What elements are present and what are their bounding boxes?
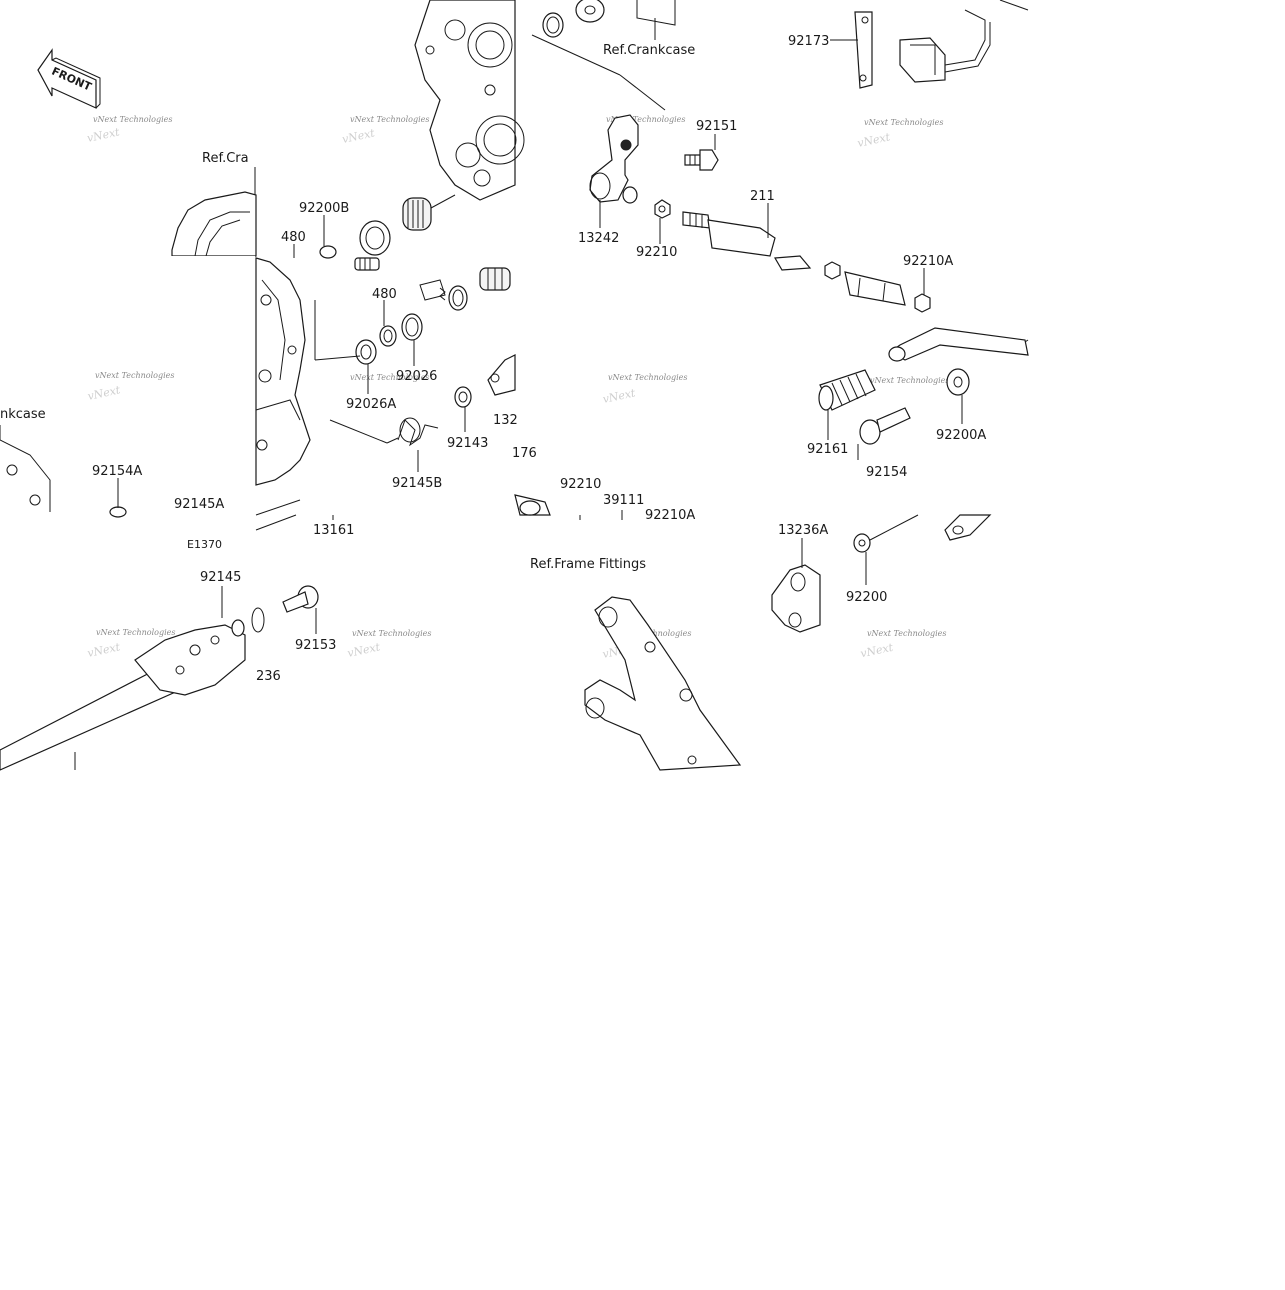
label-92026A: 92026A xyxy=(346,397,396,412)
bolt-92151 xyxy=(684,149,719,171)
svg-text:vNext: vNext xyxy=(859,641,895,661)
oil-seal-92200B xyxy=(319,220,391,259)
spring-92145B xyxy=(397,417,439,447)
rod-176 xyxy=(514,494,551,516)
label-92173: 92173 xyxy=(788,34,829,49)
watermark-12: vNext Technologies xyxy=(867,629,946,638)
label-13242: 13242 xyxy=(578,231,619,246)
bolt-92154A xyxy=(0,439,127,518)
pedal-tip xyxy=(944,514,992,541)
shift-shaft-13161 xyxy=(255,499,301,531)
bolt-92154 xyxy=(859,407,911,445)
label-92153: 92153 xyxy=(295,638,336,653)
label-480-a: 480 xyxy=(281,230,306,245)
label-E1370: E1370 xyxy=(187,538,222,551)
svg-text:vNext: vNext xyxy=(341,126,377,146)
label-92145A: 92145A xyxy=(174,497,224,512)
label-92026: 92026 xyxy=(396,369,437,384)
svg-text:vNext: vNext xyxy=(346,640,382,660)
label-ref-crankcase-left: Ref.Cra xyxy=(202,151,249,166)
washer-92200 xyxy=(853,514,919,553)
svg-text:vNext: vNext xyxy=(86,125,122,145)
bushing-13242 xyxy=(622,186,638,204)
label-92210-top: 92210 xyxy=(636,245,677,260)
label-92161: 92161 xyxy=(807,442,848,457)
gear-sensor-connector xyxy=(899,0,1029,83)
front-arrow-icon: FRONT xyxy=(37,48,101,109)
svg-text:vNext: vNext xyxy=(86,383,122,403)
washer-92026 xyxy=(401,313,423,341)
label-92154A: 92154A xyxy=(92,464,142,479)
crankcase-cover xyxy=(255,257,311,486)
rod-end-13236A xyxy=(771,564,821,633)
leader-lines xyxy=(0,18,963,770)
watermark-9: vNext Technologies xyxy=(96,628,175,637)
label-92200: 92200 xyxy=(846,590,887,605)
label-92143: 92143 xyxy=(447,436,488,451)
crankcase-left-edge xyxy=(171,191,257,257)
washer-top xyxy=(575,0,605,23)
watermark-7: vNext Technologies xyxy=(608,373,687,382)
pin-480-a xyxy=(354,257,380,271)
watermark-1: vNext Technologies xyxy=(93,115,172,124)
label-480-b: 480 xyxy=(372,287,397,302)
rubber-92161 xyxy=(818,369,876,411)
svg-text:vNext: vNext xyxy=(86,640,122,660)
label-92200A: 92200A xyxy=(936,428,986,443)
crankcase-ref-plate xyxy=(636,0,676,26)
label-39111: 39111 xyxy=(603,493,644,508)
collar-92143 xyxy=(454,386,472,408)
label-176: 176 xyxy=(512,446,537,461)
tie-rod-joint xyxy=(774,255,931,313)
watermark-10: vNext Technologies xyxy=(352,629,431,638)
label-92154: 92154 xyxy=(866,465,907,480)
bolt-92153 xyxy=(251,585,319,633)
watermark-5: vNext Technologies xyxy=(95,371,174,380)
label-92145: 92145 xyxy=(200,570,241,585)
frame-fitting-bracket xyxy=(584,596,742,771)
label-ref-crankcase-mid: nkcase xyxy=(0,407,46,422)
watermark-3: vNext Technologies xyxy=(606,115,685,124)
svg-text:vNext: vNext xyxy=(856,130,892,150)
watermark-4: vNext Technologies xyxy=(864,118,943,127)
nut-92210-top xyxy=(654,199,671,219)
shift-pedal xyxy=(888,327,1029,362)
washer-92026A xyxy=(355,339,377,365)
label-92200B: 92200B xyxy=(299,201,349,216)
label-13161: 13161 xyxy=(313,523,354,538)
label-211: 211 xyxy=(750,189,775,204)
shift-shaft-92145 xyxy=(0,619,246,771)
label-ref-frame-fittings: Ref.Frame Fittings xyxy=(530,557,646,572)
washer-92200A xyxy=(946,368,970,396)
watermark-6: vNext Technologies xyxy=(350,373,429,382)
gear-sensor-92173 xyxy=(854,11,873,89)
label-92145B: 92145B xyxy=(392,476,442,491)
watermark-2: vNext Technologies xyxy=(350,115,429,124)
label-92210A-partial: 92210A xyxy=(645,508,695,523)
label-236: 236 xyxy=(256,669,281,684)
circlip-top xyxy=(542,12,564,38)
shift-lever-13242 xyxy=(589,114,639,203)
circlip-480-b xyxy=(379,325,397,347)
shift-spring-assembly xyxy=(419,267,511,311)
watermark-8: vNext Technologies xyxy=(870,376,949,385)
label-92210-mid: 92210 xyxy=(560,477,601,492)
crankcase-housing xyxy=(414,0,525,201)
part-labels: Ref.Crankcase Ref.Cra nkcase Ref.Frame F… xyxy=(0,34,986,684)
label-132: 132 xyxy=(493,413,518,428)
label-92151: 92151 xyxy=(696,119,737,134)
label-92210A: 92210A xyxy=(903,254,953,269)
tie-rod-211 xyxy=(682,211,776,257)
needle-bearing xyxy=(402,194,456,231)
label-ref-crankcase-top: Ref.Crankcase xyxy=(603,43,695,58)
label-13236A: 13236A xyxy=(778,523,828,538)
shift-arm-132 xyxy=(487,354,516,396)
